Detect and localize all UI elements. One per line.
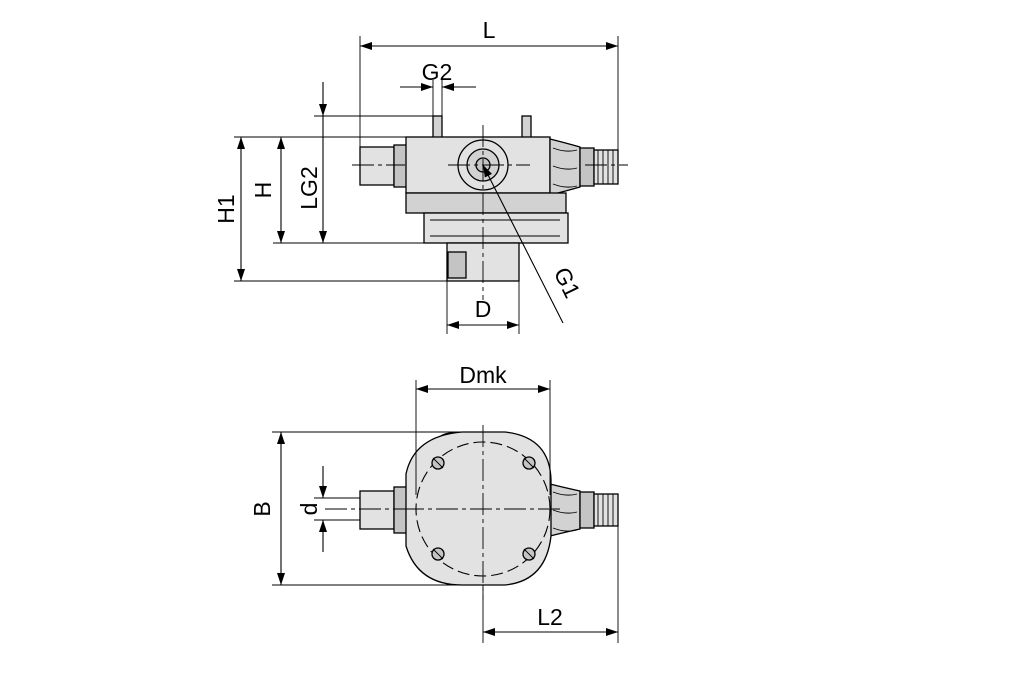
- label-G1: G1: [549, 263, 586, 302]
- label-H: H: [250, 182, 276, 199]
- label-Dmk: Dmk: [459, 362, 507, 388]
- label-d: d: [296, 503, 322, 516]
- bolt-top-right: [522, 456, 536, 470]
- bolt-top-left: [431, 456, 445, 470]
- top-view: [325, 425, 619, 600]
- bolt-bottom-left: [431, 547, 445, 561]
- label-B: B: [249, 501, 275, 516]
- side-view: [352, 115, 628, 300]
- top-view-dimensions: Dmk B d L2: [249, 362, 619, 643]
- label-L: L: [483, 17, 496, 43]
- label-D: D: [475, 296, 492, 322]
- label-L2: L2: [537, 604, 563, 630]
- label-H1: H1: [213, 194, 239, 223]
- label-G2: G2: [422, 59, 453, 85]
- bolt-bottom-right: [522, 547, 536, 561]
- label-LG2: LG2: [296, 166, 322, 209]
